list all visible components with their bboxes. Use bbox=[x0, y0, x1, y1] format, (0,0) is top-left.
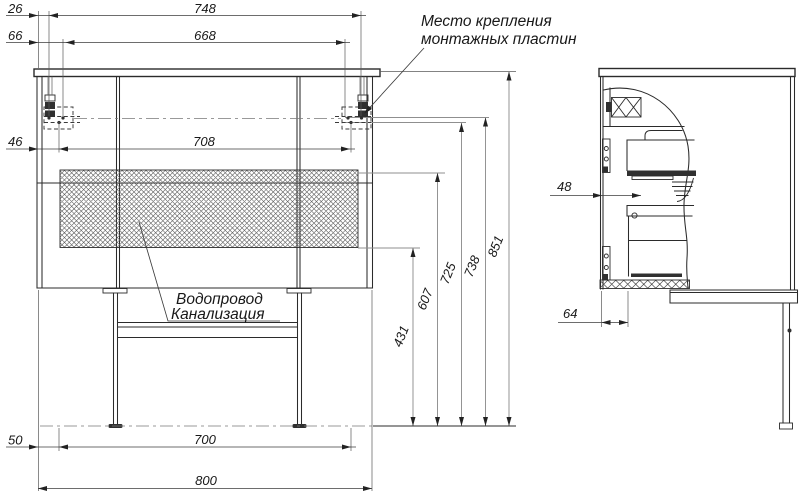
drawer-lower bbox=[627, 216, 688, 277]
centerlines bbox=[47, 116, 489, 125]
plumbing-note-line2: Канализация bbox=[171, 306, 265, 323]
dimension-lines bbox=[6, 15, 641, 489]
drawer-upper bbox=[626, 129, 696, 202]
plumbing-note-line1: Водопровод bbox=[176, 291, 263, 308]
dim-708-label: 708 bbox=[193, 134, 215, 149]
mounting-note-leader bbox=[363, 47, 425, 115]
dim-607-label: 607 bbox=[414, 286, 436, 312]
side-back-panel bbox=[599, 75, 796, 291]
dim-431-label: 431 bbox=[390, 323, 412, 349]
mounting-note-line1: Место крепления bbox=[421, 13, 552, 30]
mounting-plate-left bbox=[43, 76, 80, 130]
dim-66-label: 66 bbox=[8, 28, 23, 43]
side-bottom-strip bbox=[599, 279, 690, 289]
side-panel-curve bbox=[602, 87, 690, 289]
dim-26-label: 26 bbox=[7, 1, 23, 16]
dim-851-label: 851 bbox=[484, 233, 506, 259]
dim-50-label: 50 bbox=[8, 433, 23, 448]
extension-lines bbox=[38, 11, 629, 491]
dim-800-label: 800 bbox=[195, 473, 217, 488]
lower-rails bbox=[117, 321, 298, 339]
slide-steps bbox=[672, 181, 694, 196]
countertop bbox=[33, 68, 381, 78]
dim-64-label: 64 bbox=[563, 306, 577, 321]
side-view bbox=[598, 67, 799, 430]
mounting-plate-right bbox=[335, 76, 372, 130]
dim-748-label: 748 bbox=[194, 1, 216, 16]
dim-668-label: 668 bbox=[194, 28, 216, 43]
legs bbox=[102, 288, 312, 428]
side-shelf bbox=[626, 204, 695, 219]
dim-700-label: 700 bbox=[194, 432, 216, 447]
dimension-arrows bbox=[29, 13, 641, 491]
side-leg bbox=[779, 302, 793, 430]
side-countertop bbox=[598, 67, 796, 78]
plumbing-note-leader bbox=[138, 221, 280, 322]
dim-46-label: 46 bbox=[8, 134, 23, 149]
mounting-note-line2: монтажных пластин bbox=[421, 31, 577, 48]
dim-725-label: 725 bbox=[437, 260, 459, 286]
side-mounting-plate bbox=[606, 97, 642, 118]
side-bottom-rail bbox=[669, 289, 799, 304]
hatch-area bbox=[59, 169, 359, 248]
front-view bbox=[33, 68, 489, 428]
leader-lines bbox=[138, 47, 425, 322]
dim-48-label: 48 bbox=[557, 179, 572, 194]
cabinet-body bbox=[36, 75, 374, 289]
dim-738-label: 738 bbox=[461, 253, 483, 279]
